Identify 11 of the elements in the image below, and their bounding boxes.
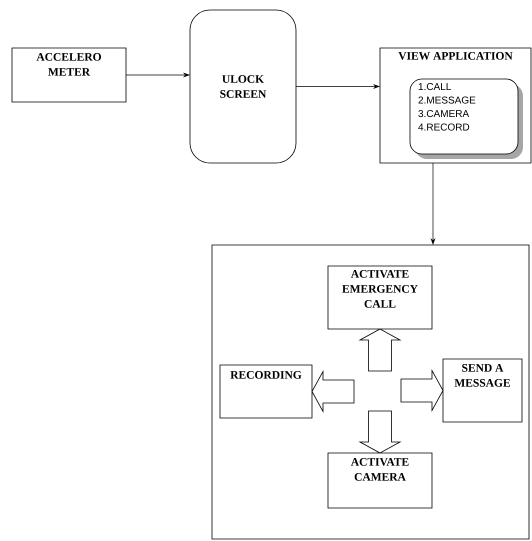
text-box: ACTIVATE EMERGENCY CALL <box>328 266 432 330</box>
block-arrow <box>358 328 402 372</box>
text-box: SEND A MESSAGE <box>442 358 522 422</box>
rounded-box: ULOCK SCREEN <box>190 10 296 164</box>
block-arrow <box>358 410 402 454</box>
block-arrow <box>400 368 444 412</box>
text-box: ACCELERO METER <box>12 48 126 102</box>
text-box: ACTIVATE CAMERA <box>328 452 432 508</box>
block-arrow <box>312 370 354 414</box>
menu-card: 1.CALL 2.MESSAGE 3.CAMERA 4.RECORD <box>410 78 523 159</box>
text-box: RECORDING <box>220 364 312 418</box>
